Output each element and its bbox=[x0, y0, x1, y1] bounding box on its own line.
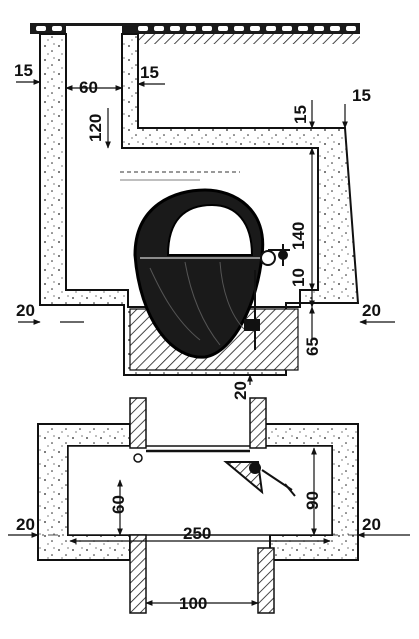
dim-plan-chamber-length: 250 bbox=[183, 524, 211, 543]
dim-top-right-wall: 15 bbox=[352, 86, 371, 105]
dim-shaft-width: 60 bbox=[79, 78, 98, 97]
gate-valve bbox=[244, 244, 290, 350]
section-dimension-lines bbox=[16, 79, 395, 385]
dim-floor-step: 10 bbox=[289, 268, 308, 287]
egg-shaped-sewer bbox=[133, 188, 265, 359]
dim-plan-channel-width: 100 bbox=[179, 594, 207, 613]
dim-right-wall-bottom: 20 bbox=[362, 301, 381, 320]
dim-plan-inner-right-depth: 90 bbox=[303, 491, 322, 510]
plan-dimension-lines bbox=[8, 447, 410, 606]
dim-plan-right-wall: 20 bbox=[362, 515, 381, 534]
gate-mechanism bbox=[223, 461, 296, 497]
dim-shaft-depth: 120 bbox=[86, 114, 105, 142]
channel-wall-left-bottom bbox=[129, 534, 147, 614]
dim-top-left-wall: 15 bbox=[14, 61, 33, 80]
ground-surface bbox=[30, 23, 360, 44]
dim-sump-depth: 65 bbox=[303, 337, 322, 356]
dim-left-wall-bottom: 20 bbox=[16, 301, 35, 320]
dim-plan-inner-left-depth: 60 bbox=[109, 495, 128, 514]
plan-view: 20 20 60 90 250 100 bbox=[8, 397, 410, 614]
dim-shaft-wall: 15 bbox=[140, 63, 159, 82]
channel-wall-right-top bbox=[249, 397, 267, 449]
dim-plan-left-wall: 20 bbox=[16, 515, 35, 534]
channel-wall-right-bottom bbox=[257, 547, 275, 614]
dim-ceiling-right: 15 bbox=[291, 105, 310, 124]
channel-wall-left-top bbox=[129, 397, 147, 449]
dim-sump-bottom: 20 bbox=[231, 381, 250, 400]
dim-chamber-height: 140 bbox=[289, 222, 308, 250]
section-view: 15 60 15 120 15 15 140 10 65 20 20 20 bbox=[14, 23, 395, 400]
